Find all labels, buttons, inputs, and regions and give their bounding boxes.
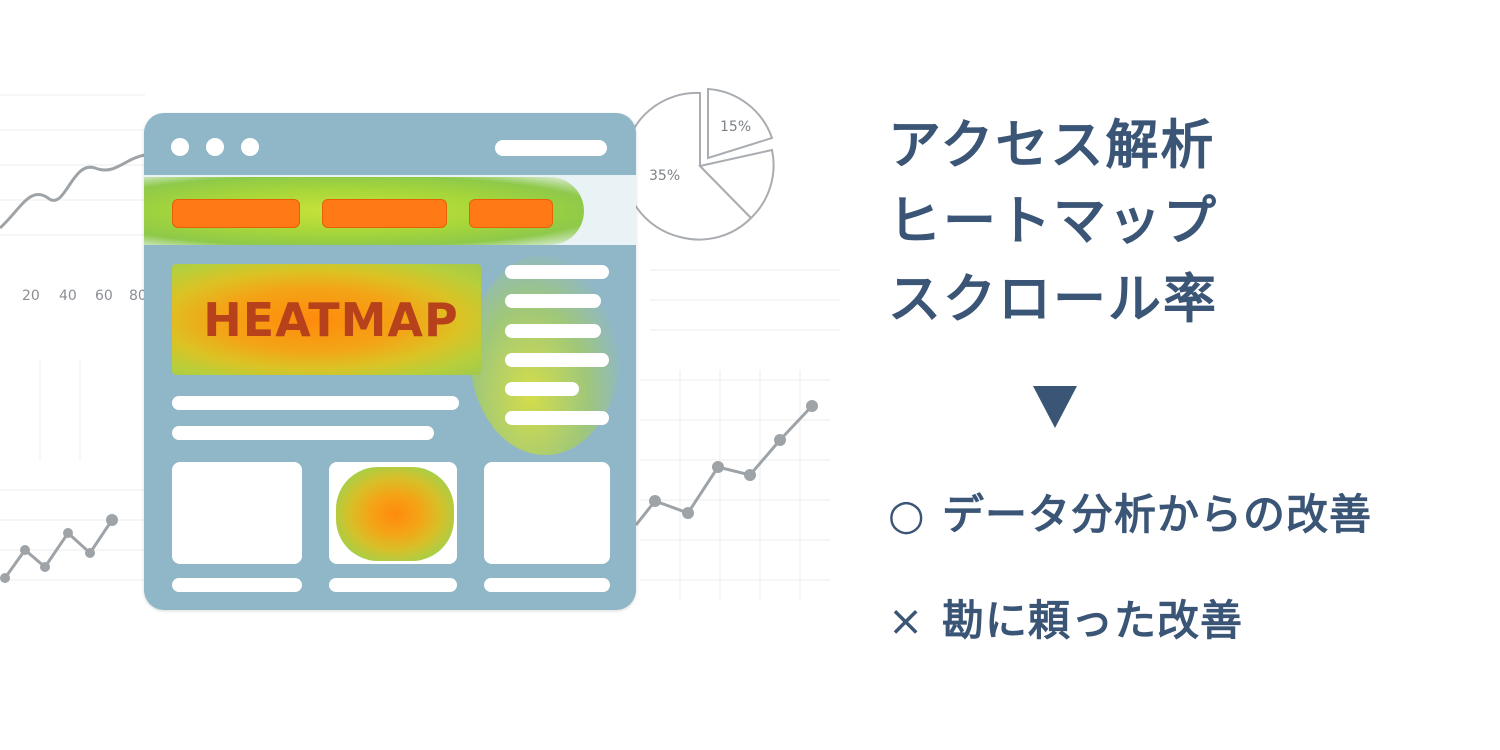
content-card [172,462,302,564]
headline-scroll-rate: スクロール率 [888,269,1218,330]
pie-slice-small [698,148,775,220]
content-line [172,396,459,410]
footer-line [484,578,610,592]
address-bar [495,140,607,156]
result-bad: × 勘に頼った改善 [888,596,1243,646]
tick-label: 40 [59,288,77,304]
card-heat-overlay [336,467,454,561]
tick-label: 80 [129,288,147,304]
sidebar-line [505,411,609,425]
nav-item-hot [469,199,553,228]
sidebar-line [505,265,609,279]
result-good: ○ データ分析からの改善 [888,490,1372,540]
background-line-points [0,514,118,583]
circle-mark-icon: ○ [888,490,926,539]
background-line-bottom-left [3,519,114,579]
hero-heat-block [172,264,481,375]
sidebar-line [505,324,601,338]
window-dot-icon [171,138,189,156]
nav-item-hot [322,199,447,228]
headline-access-analysis: アクセス解析 [888,115,1216,176]
result-bad-text: 勘に頼った改善 [942,596,1244,645]
cross-mark-icon: × [888,596,925,645]
window-dot-icon [241,138,259,156]
result-good-text: データ分析からの改善 [942,490,1373,539]
pie-label-35: 35% [649,168,680,184]
background-line-top [0,153,146,230]
down-triangle-icon [1033,386,1077,428]
sidebar-line [505,353,609,367]
sidebar-line [505,294,601,308]
pie-chart: 15% 35% [622,87,775,241]
headline-heatmap: ヒートマップ [888,191,1218,252]
background-line-right [634,404,814,526]
tick-label: 60 [95,288,113,304]
window-dot-icon [206,138,224,156]
footer-line [329,578,457,592]
heatmap-label: HEATMAP [203,293,459,347]
nav-item-hot [172,199,300,228]
content-card [484,462,610,564]
tick-label: 20 [22,288,40,304]
sidebar-line [505,382,579,396]
pie-slice-exploded [707,87,774,160]
background-line-right-points [649,400,818,519]
footer-line [172,578,302,592]
pie-label-15: 15% [720,119,751,135]
content-line [172,426,434,440]
